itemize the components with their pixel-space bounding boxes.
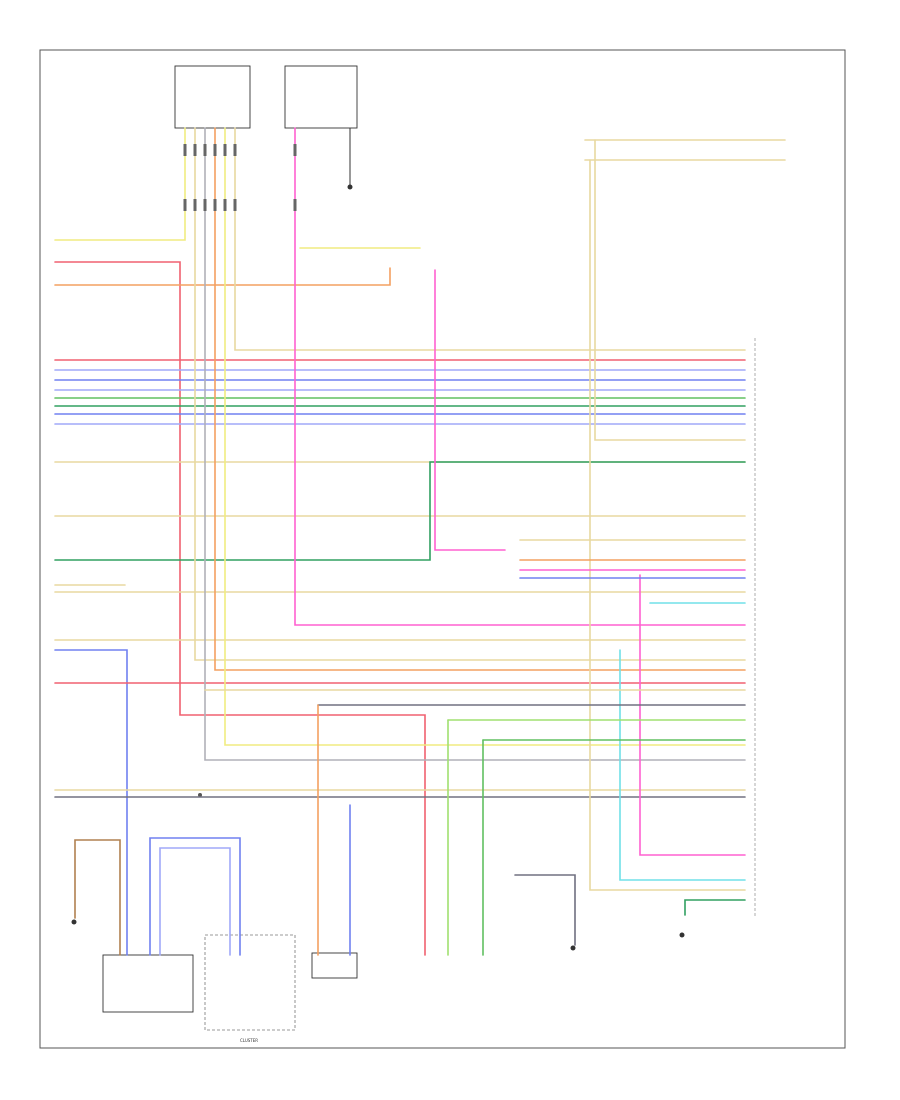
- ground-symbol: [71, 919, 77, 925]
- connector-pin: [193, 199, 197, 211]
- wire-tan-vert-2: [234, 127, 746, 351]
- ground-symbol: [570, 945, 576, 951]
- wire-gray-vert: [204, 127, 746, 761]
- wire-orange-top: [54, 267, 391, 286]
- connector-pin: [233, 144, 237, 156]
- wire-tan-right-2: [589, 159, 746, 891]
- connector-pin: [203, 199, 207, 211]
- connector-pin: [293, 144, 297, 156]
- wire-pink-main: [294, 127, 746, 626]
- wire-red-a: [54, 261, 426, 956]
- connector-pin: [193, 144, 197, 156]
- connector-pin: [213, 144, 217, 156]
- wire-yellow-top: [54, 127, 186, 241]
- connector-pin: [183, 199, 187, 211]
- top-module-right: [284, 65, 358, 190]
- wire-blue-drop: [54, 649, 128, 956]
- ground-symbol: [679, 932, 685, 938]
- wire-cyan: [619, 649, 746, 881]
- connector-pin: [223, 144, 227, 156]
- wire-brown-loop: [74, 839, 121, 956]
- wire-darkgreen-short: [684, 899, 746, 916]
- connector-pin: [213, 199, 217, 211]
- wire-yellow-vert: [224, 127, 746, 746]
- connector-pin: [293, 199, 297, 211]
- wire-tan-vert-1: [194, 127, 746, 661]
- wire-pink-branch: [434, 269, 506, 551]
- wire-group: [54, 127, 786, 956]
- cluster-module: CLUSTER: [204, 934, 296, 1043]
- wire-pink-right: [639, 574, 746, 856]
- connector-pin: [203, 144, 207, 156]
- ground-symbol: [198, 793, 202, 797]
- wire-darkgray-drop: [514, 874, 576, 946]
- wire-orange-vert: [214, 127, 746, 671]
- suspension-module: [311, 952, 358, 979]
- fuel-pump-module: [102, 954, 194, 1013]
- connector-pin: [183, 144, 187, 156]
- ground-symbols: [71, 793, 685, 951]
- connector-pin: [233, 199, 237, 211]
- wire-darkgreen-loop: [54, 461, 746, 561]
- cluster-label: CLUSTER: [240, 1038, 258, 1043]
- wire-tan-right: [594, 139, 746, 441]
- top-module-left: [174, 65, 251, 129]
- diagram-frame: [39, 49, 846, 1049]
- wire-blue-cluster: [149, 837, 241, 956]
- connector-pin: [223, 199, 227, 211]
- wire-lightblue-cluster: [159, 847, 231, 956]
